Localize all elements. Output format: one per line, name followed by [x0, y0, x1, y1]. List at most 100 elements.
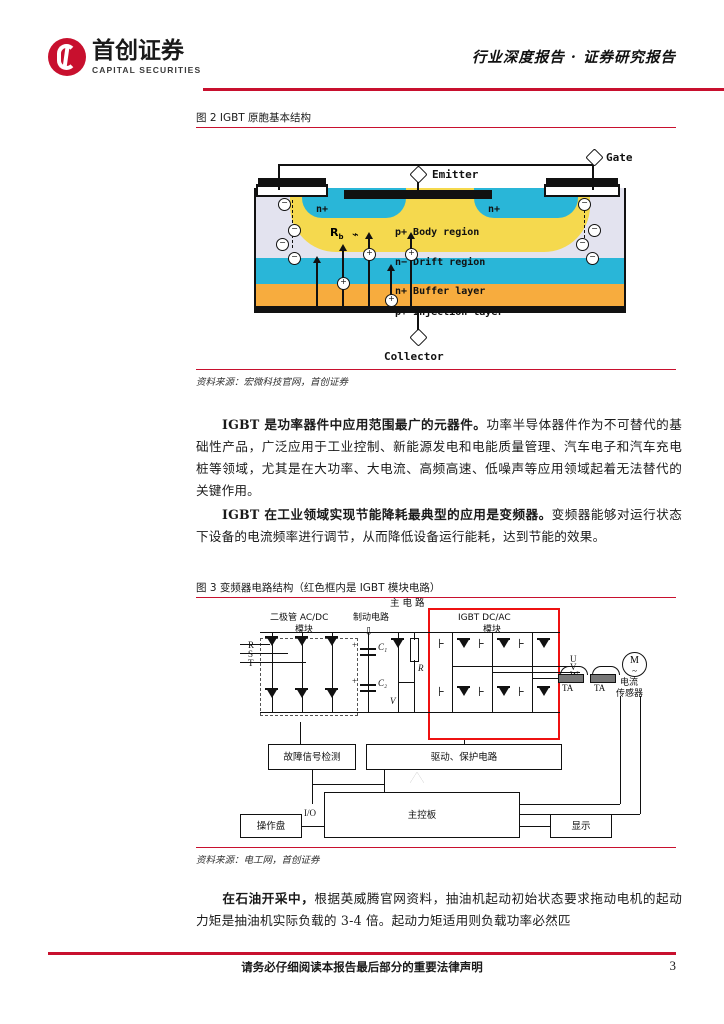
- electron-icon: −: [576, 238, 589, 251]
- collector-drop-wire: [417, 313, 419, 333]
- header-divider: [203, 88, 724, 91]
- paragraph-2-body: 变频器能够对运行状态下设备的电流频率进行调节，从而降低设备运行能耗，达到节能的效…: [196, 507, 682, 544]
- input-line-t: [240, 662, 306, 663]
- brake-diode-bar: [391, 638, 404, 640]
- gate-metal-right: [546, 178, 618, 187]
- rb-resistor-icon: ⌁: [352, 228, 359, 241]
- capacitor-c2-polarity: +: [352, 676, 358, 686]
- hole-icon: +: [363, 248, 376, 261]
- ct-label-1: TA: [562, 683, 574, 693]
- rectifier-leg: [271, 632, 273, 712]
- output-line-v: [492, 672, 580, 673]
- rectifier-module-boundary: [260, 638, 358, 716]
- figure3-source-rule: [196, 847, 676, 848]
- logo-english-name: CAPITAL SECURITIES: [92, 64, 202, 75]
- figure2-source-rule: [196, 369, 676, 370]
- nplus-left-label: n+: [316, 204, 329, 215]
- gate-left-drop: [278, 164, 280, 190]
- dc-link-branch: [368, 632, 369, 712]
- rb-resistor-label: Rb: [330, 226, 344, 241]
- figure3-inverter-circuit: 主 电 路 二极管 AC/DC 模块 制动电路 ⇩ IGBT DC/AC 模块 …: [240, 596, 660, 844]
- igbt-freewheel-diode-icon: [538, 686, 550, 696]
- main-board-block: 主控板: [324, 792, 520, 838]
- report-type-title: 行业深度报告 · 证券研究报告: [471, 49, 676, 66]
- rb-subscript: b: [338, 233, 344, 242]
- ct-label-2: TA: [594, 683, 606, 693]
- input-phase-r: R: [248, 640, 255, 650]
- input-phase-s: S: [248, 649, 254, 659]
- motor-ac-sign: ~: [632, 666, 637, 676]
- input-phase-t: T: [248, 658, 254, 668]
- brake-resistor-label: R: [418, 663, 424, 673]
- nplus-right-label: n+: [488, 204, 501, 215]
- emitter-label: Emitter: [432, 168, 479, 181]
- figure2-caption: 图 2 IGBT 原胞基本结构: [196, 112, 312, 124]
- hole-icon: +: [337, 277, 350, 290]
- output-phase-u: U: [570, 654, 577, 664]
- figure2-igbt-cell-structure: Gate Emitter n+ n+ p+ Body region n− Dri…: [232, 140, 652, 370]
- dc-positive-rail: [260, 632, 560, 634]
- brake-diode-icon: [392, 638, 404, 648]
- igbt-freewheel-diode-bar: [497, 638, 510, 640]
- output-phase-v: V: [570, 662, 577, 672]
- input-line-s: [240, 653, 288, 654]
- igbt-module-red-box: [428, 608, 560, 740]
- feedback-wire-1: [520, 804, 620, 805]
- hole-icon: +: [405, 248, 418, 261]
- fault-sense-wire: [300, 722, 301, 744]
- output-line-u: [452, 666, 580, 667]
- footer-legal-note: 请务必仔细阅读本报告最后部分的重要法律声明: [241, 960, 483, 974]
- hole-current-arrow: [313, 256, 320, 306]
- input-line-r: [240, 644, 270, 645]
- paragraph-3-lead: 在石油开采中，: [222, 891, 315, 906]
- capacitor-c1-plate-top: [360, 648, 376, 650]
- current-sensor-label-line1: 电流: [620, 678, 639, 688]
- electron-icon: −: [588, 224, 601, 237]
- paragraph-2: IGBT 在工业领域实现节能降耗最典型的应用是变频器。变频器能够对运行状态下设备…: [196, 504, 682, 548]
- igbt-freewheel-diode-icon: [458, 638, 470, 648]
- igbt-freewheel-diode-bar: [457, 686, 470, 688]
- paragraph-2-lead: IGBT 在工业领域实现节能降耗最典型的应用是变频器。: [222, 507, 552, 522]
- gate-bus-wire: [278, 164, 594, 166]
- igbt-freewheel-diode-bar: [457, 638, 470, 640]
- igbt-freewheel-diode-icon: [458, 686, 470, 696]
- company-logo: 首创证券 CAPITAL SECURITIES: [48, 38, 201, 76]
- output-line-w: [532, 678, 580, 679]
- igbt-freewheel-diode-bar: [537, 638, 550, 640]
- igbt-switch-icon: ⊦: [518, 684, 525, 699]
- electron-icon: −: [578, 198, 591, 211]
- collector-terminal-icon: [409, 328, 428, 347]
- ct-feedback-drop: [620, 696, 621, 804]
- igbt-switch-icon: ⊦: [518, 636, 525, 651]
- ct-core-1: [558, 674, 584, 683]
- brake-transistor-base-wire: [398, 682, 414, 683]
- gate-metal-left: [258, 178, 326, 187]
- capacitor-c1-plate-bottom: [360, 654, 376, 656]
- fault-to-board-wire-v: [312, 770, 313, 804]
- rectifier-leg: [301, 632, 303, 712]
- capacitor-c1-polarity: +: [352, 640, 358, 650]
- brake-transistor-label: V: [390, 696, 396, 706]
- rectifier-module-label-line1: 二极管 AC/DC: [270, 613, 329, 623]
- drive-protect-block: 驱动、保护电路: [366, 744, 562, 770]
- logo-chinese-name: 首创证券: [92, 37, 184, 64]
- panel-to-board-wire: [302, 826, 324, 827]
- display-block: 显示: [550, 814, 612, 838]
- paragraph-1-body: 功率半导体器件作为不可替代的基础性产品，广泛应用于工业控制、新能源发电和电能质量…: [196, 417, 683, 498]
- fault-to-board-wire-h: [312, 784, 384, 785]
- electron-icon: −: [276, 238, 289, 251]
- operation-panel-block: 操作盘: [240, 814, 302, 838]
- footer-divider: [48, 952, 676, 955]
- capacitor-c1-label: C₁: [378, 642, 388, 652]
- figure2-source: 资料来源：宏微科技官网，首创证券: [196, 377, 349, 388]
- dc-negative-rail: [260, 712, 560, 714]
- brake-resistor-lead-bottom: [414, 660, 415, 712]
- motor-symbol: M ~: [622, 652, 647, 677]
- body-region-label: p+ Body region: [395, 227, 480, 238]
- logo-text: 首创证券 CAPITAL SECURITIES: [92, 37, 202, 75]
- main-circuit-label: 主 电 路: [390, 598, 425, 609]
- rectifier-module-label-line2: 模块: [295, 625, 314, 635]
- hole-current-arrow: [365, 232, 372, 306]
- figure2-caption-rule: [196, 127, 676, 128]
